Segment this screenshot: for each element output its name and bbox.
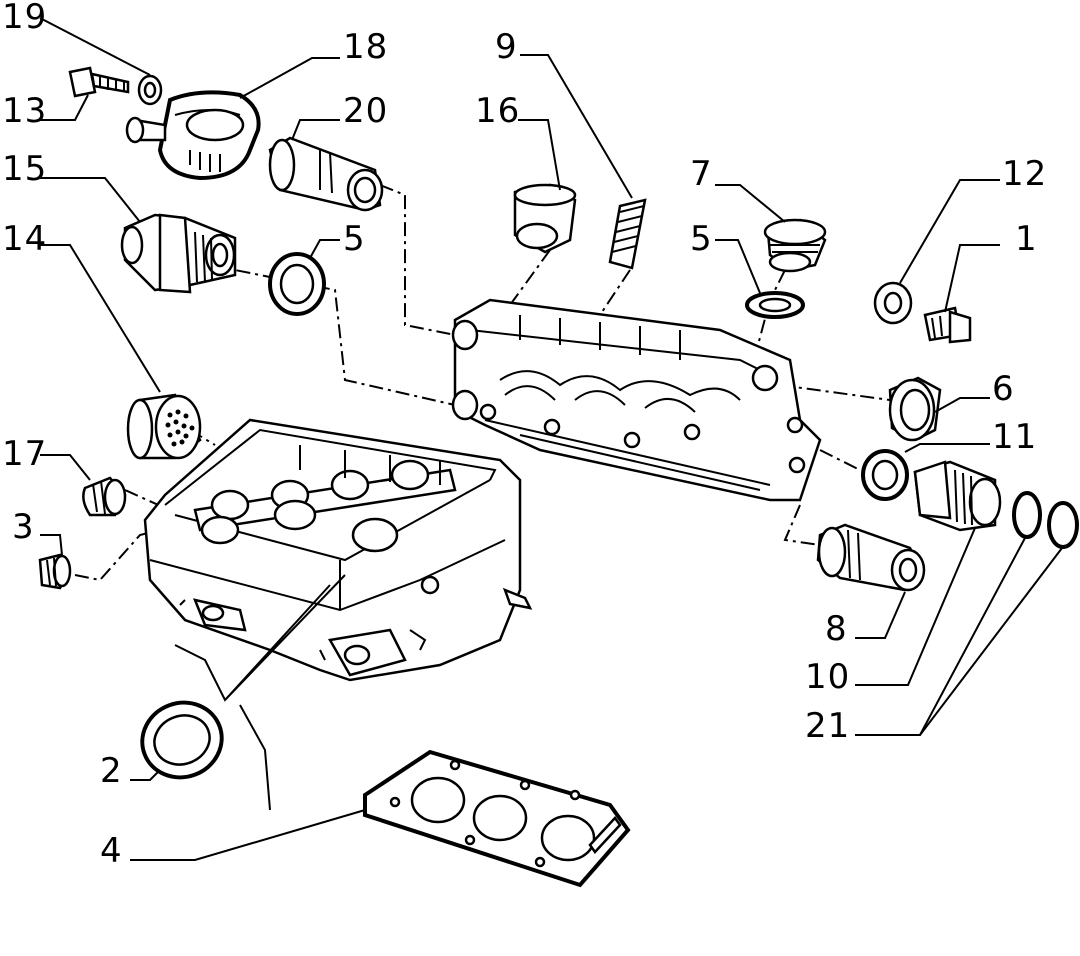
- part-washer-19: [137, 74, 163, 106]
- callout-10: 10: [805, 657, 850, 697]
- camshaft: [193, 459, 457, 532]
- part-fitting-10: [913, 460, 1002, 532]
- part-stud-9: [608, 198, 647, 270]
- callout-12: 12: [1002, 154, 1047, 194]
- part-washer-12: [873, 281, 913, 325]
- cylinder-head-lower: [143, 418, 533, 682]
- part-ring-2: [140, 700, 224, 780]
- callout-19: 19: [2, 0, 47, 37]
- callout-2: 2: [100, 751, 123, 791]
- part-fitting-8: [816, 523, 926, 592]
- part-cup-16: [513, 183, 577, 254]
- callout-5-right: 5: [690, 219, 713, 259]
- callout-labels: 19 18 13 20 16 9 15 5 14 7 5 12 1 6 11 1…: [2, 0, 1047, 871]
- part-orings-21: [1012, 491, 1079, 549]
- part-head-gasket-4: [363, 749, 631, 888]
- callout-21: 21: [805, 706, 850, 746]
- part-bolt-1: [923, 306, 972, 344]
- callout-7: 7: [690, 154, 713, 194]
- part-seal-5-left: [268, 252, 326, 316]
- callout-16: 16: [475, 91, 520, 131]
- callout-9: 9: [495, 27, 518, 67]
- callout-8: 8: [825, 609, 848, 649]
- callout-3: 3: [12, 507, 35, 547]
- part-cap-14: [126, 393, 202, 460]
- callout-13: 13: [2, 91, 47, 131]
- callout-14: 14: [2, 219, 47, 259]
- callout-6: 6: [992, 369, 1015, 409]
- callout-5-left: 5: [343, 219, 366, 259]
- cylinder-head-upper: [451, 298, 822, 502]
- callout-15: 15: [2, 149, 47, 189]
- part-plug-17: [82, 476, 127, 517]
- part-plug-3: [38, 553, 72, 590]
- callout-17: 17: [2, 434, 47, 474]
- callout-1: 1: [1015, 219, 1038, 259]
- part-bolt-13: [68, 66, 130, 98]
- callout-20: 20: [343, 91, 388, 131]
- part-sleeve-20: [268, 136, 384, 212]
- part-cap-7: [763, 218, 827, 273]
- callout-18: 18: [343, 27, 388, 67]
- callout-11: 11: [992, 417, 1037, 457]
- callout-4: 4: [100, 831, 123, 871]
- part-seal-6: [888, 376, 942, 442]
- part-seal-5-right: [745, 291, 805, 319]
- part-washer-11: [861, 449, 909, 501]
- leader-lines: [39, 17, 1063, 861]
- part-thermostat-housing: [125, 90, 261, 181]
- part-fitting-15: [120, 213, 237, 294]
